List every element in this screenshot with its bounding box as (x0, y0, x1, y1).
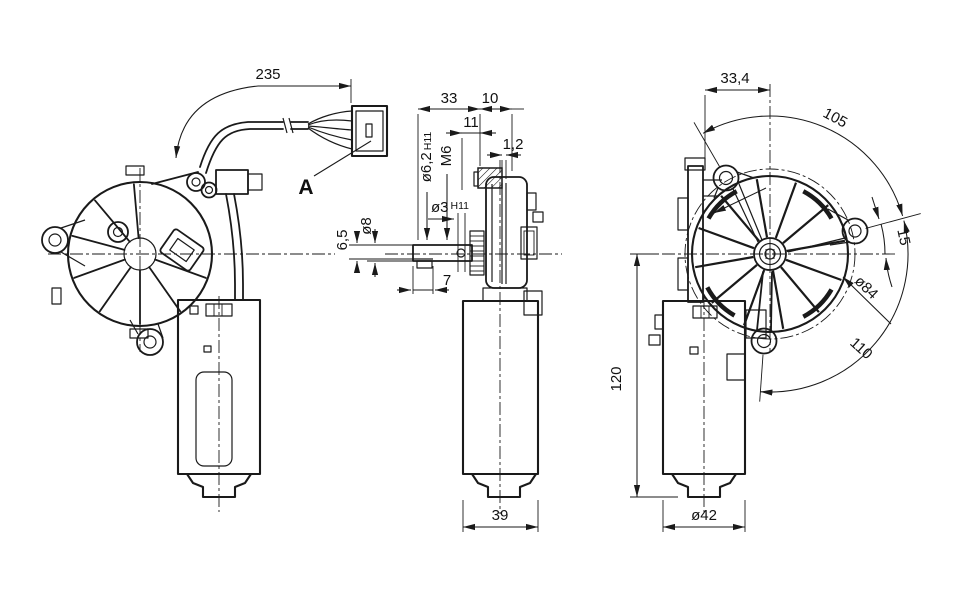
dim-10-label: 10 (482, 90, 499, 107)
dim-6-5-label: 6,5 (334, 230, 351, 251)
dim-11-label: 11 (463, 114, 479, 131)
brush-housing (205, 303, 233, 317)
end-cap (470, 472, 538, 499)
dim-1-2-label: 1,2 (503, 136, 524, 153)
dimension-cable-length: 235 (174, 66, 352, 159)
rear-view: 33,4 105 110 15 ø84 120 (608, 70, 921, 532)
side-view: 33 10 11 1,2 ø6,2H11 M6 (334, 90, 562, 532)
bearing-boss (107, 221, 129, 243)
dimension-11: 11 (446, 114, 496, 190)
connector (350, 104, 389, 158)
front-view: 235 A (41, 66, 389, 512)
gearbox-profile (482, 176, 544, 316)
dim-m6-label: M6 (438, 146, 455, 167)
dimension-d6-2: ø6,2H11 (418, 132, 435, 240)
dimension-angle-15: 15 (871, 196, 913, 288)
dimension-m6: M6 (438, 146, 455, 240)
rim-tab (125, 165, 145, 176)
label-area (195, 371, 233, 467)
dim-d42-label: ø42 (691, 507, 717, 524)
spoked-housing (690, 164, 869, 355)
dim-d84-label: ø84 (851, 273, 881, 303)
motor-body (648, 299, 767, 499)
motor-body (461, 299, 540, 499)
dimension-120: 120 (608, 253, 678, 498)
dim-d8-label: ø8 (358, 217, 375, 235)
dim-d6-2-label: ø6,2H11 (418, 132, 435, 183)
crank (159, 228, 205, 272)
rim-tab (51, 287, 62, 305)
dimension-d42: ø42 (662, 500, 746, 532)
output-shaft (412, 213, 473, 272)
rim-tab (129, 328, 149, 339)
gear-housing (41, 165, 214, 356)
cable (199, 110, 353, 301)
housing-ribs (71, 183, 207, 325)
output-hub (473, 167, 503, 189)
detail-a-label: A (298, 176, 313, 199)
dimension-6-5: 6,5 (334, 230, 432, 273)
dimension-angle-110: 110 (760, 220, 910, 396)
connector-slot (365, 123, 373, 138)
dim-120-label: 120 (608, 366, 625, 391)
dim-39-label: 39 (492, 507, 509, 524)
end-cap (185, 472, 253, 499)
dim-7-label: 7 (443, 272, 451, 289)
dimension-1-2: 1,2 (487, 136, 523, 179)
dim-33-label: 33 (441, 90, 458, 107)
dimension-d84: ø84 (842, 273, 892, 325)
detail-a: A (298, 140, 372, 199)
motor-body (176, 298, 262, 499)
end-cap (670, 472, 738, 499)
dim-15-label: 15 (893, 227, 913, 247)
dimension-7: 7 (397, 266, 451, 294)
dim-235-label: 235 (255, 66, 280, 83)
dimension-33: 33 (417, 90, 481, 240)
cable-bracket (186, 169, 263, 199)
mounting-ear (41, 219, 86, 267)
dimension-39: 39 (462, 500, 539, 532)
dimension-10: 10 (480, 90, 524, 171)
dim-33-4-label: 33,4 (720, 70, 749, 87)
brush-housing (692, 305, 718, 319)
mounting-ear (750, 271, 778, 355)
dimension-d8: ø8 (358, 217, 414, 277)
dim-110-label: 110 (846, 334, 875, 363)
dimension-33-4: 33,4 (704, 70, 770, 168)
mounting-ear (129, 319, 164, 356)
wire-fan (307, 110, 353, 150)
